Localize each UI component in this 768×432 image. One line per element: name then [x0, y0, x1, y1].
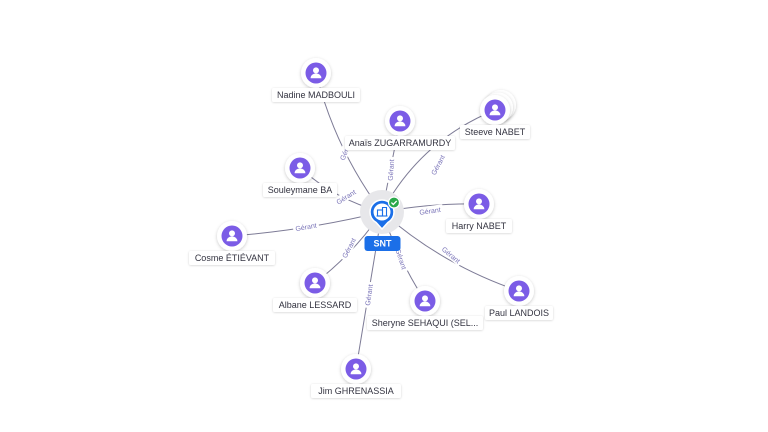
edge-label-paul: Gérant	[438, 242, 465, 267]
edge-label-steeve: Gérant	[427, 151, 448, 179]
node-label: Jim GHRENASSIA	[318, 386, 394, 396]
node-label-bg	[446, 219, 512, 233]
person-icon	[310, 67, 322, 79]
node-label: Souleymane BA	[268, 185, 333, 195]
edge-label-text: Gérant	[365, 284, 375, 306]
person-node-paul[interactable]: Paul LANDOIS	[485, 276, 553, 320]
person-node-harry[interactable]: Harry NABET	[446, 189, 512, 233]
person-node-steeve[interactable]: Steeve NABET	[460, 90, 530, 139]
node-label: Sheryne SEHAQUI (SEL...	[372, 318, 479, 328]
person-icon	[489, 104, 501, 116]
node-label-bg	[367, 316, 483, 330]
node-label: Paul LANDOIS	[489, 308, 549, 318]
person-node-nadine[interactable]: Nadine MADBOULI	[272, 58, 360, 102]
node-label-bg	[460, 125, 530, 139]
node-label: Harry NABET	[452, 221, 507, 231]
node-label-bg	[189, 251, 275, 265]
edge-label-anais: Gérant	[385, 156, 396, 184]
person-node-jim[interactable]: Jim GHRENASSIA	[311, 354, 401, 398]
person-node-souleymane[interactable]: Souleymane BA	[263, 153, 337, 197]
node-label: Steeve NABET	[465, 127, 526, 137]
node-label-bg	[311, 384, 401, 398]
person-icon	[473, 198, 485, 210]
person-node-anais[interactable]: Anaïs ZUGARRAMURDY	[345, 106, 455, 150]
edge-label-harry: Gérant	[416, 204, 444, 217]
node-label: Cosme ÉTIÉVANT	[195, 253, 270, 263]
node-label-bg	[345, 136, 455, 150]
node-label: Albane LESSARD	[279, 300, 352, 310]
person-node-cosme[interactable]: Cosme ÉTIÉVANT	[189, 221, 275, 265]
building-icon	[376, 206, 388, 217]
person-icon	[350, 363, 362, 375]
person-icon	[309, 277, 321, 289]
edge-label-text: Gérant	[419, 207, 441, 217]
node-label-bg	[272, 88, 360, 102]
node-label: Anaïs ZUGARRAMURDY	[349, 138, 452, 148]
person-icon	[513, 285, 525, 297]
edge-label-text: Gérant	[295, 223, 317, 234]
node-label: Nadine MADBOULI	[277, 90, 355, 100]
node-label-bg	[485, 306, 553, 320]
company-label: SNT	[374, 239, 393, 249]
person-node-albane[interactable]: Albane LESSARD	[273, 268, 357, 312]
edge-label-albane: Gérant	[338, 234, 359, 262]
company-node[interactable]: SNT	[360, 190, 404, 251]
edge-label-jim: Gérant	[362, 281, 375, 309]
person-icon	[226, 230, 238, 242]
person-node-sheryne[interactable]: Sheryne SEHAQUI (SEL...	[367, 286, 483, 330]
edge-label-text: Gérant	[394, 248, 407, 271]
company-label-bg	[364, 236, 401, 251]
person-icon	[394, 115, 406, 127]
person-nodes: Nadine MADBOULI Anaïs ZUGARRAMURDY Steeve …	[189, 58, 553, 398]
check-icon	[387, 196, 401, 209]
person-icon	[294, 162, 306, 174]
node-label-bg	[263, 183, 337, 197]
person-icon	[419, 295, 431, 307]
edge-label-cosme: Gérant	[292, 219, 320, 234]
node-label-bg	[273, 298, 357, 312]
edge-label-text: Gérant	[388, 159, 396, 181]
